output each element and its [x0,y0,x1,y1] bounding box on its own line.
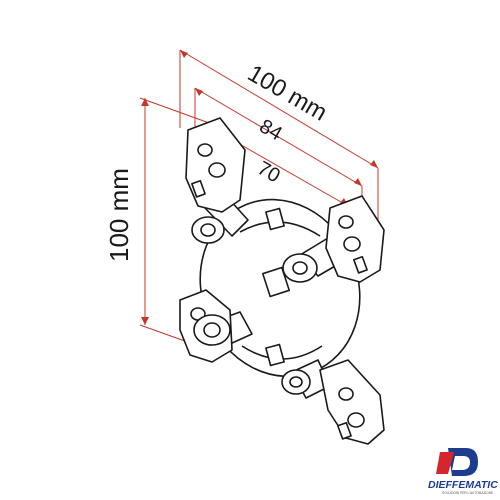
dim-line-84 [194,87,363,187]
brand-logo: DIEFFEMATIC SOLUZIONI PER L'AUTOMAZIONE [428,448,498,495]
foot-bottom-right [319,359,385,445]
center-square-hole [261,266,291,298]
dim-line-100-top [179,49,379,169]
brand-tagline: SOLUZIONI PER L'AUTOMAZIONE [442,491,493,495]
dim-label-84: 84 [256,115,286,145]
dim-label-100-left: 100 mm [104,168,134,262]
dim-label-70: 70 [254,157,284,187]
brand-name: DIEFFEMATIC [428,479,498,491]
bracket-part [179,117,385,445]
brand-mark-icon [436,448,478,476]
dim-label-100-top: 100 mm [243,60,332,127]
